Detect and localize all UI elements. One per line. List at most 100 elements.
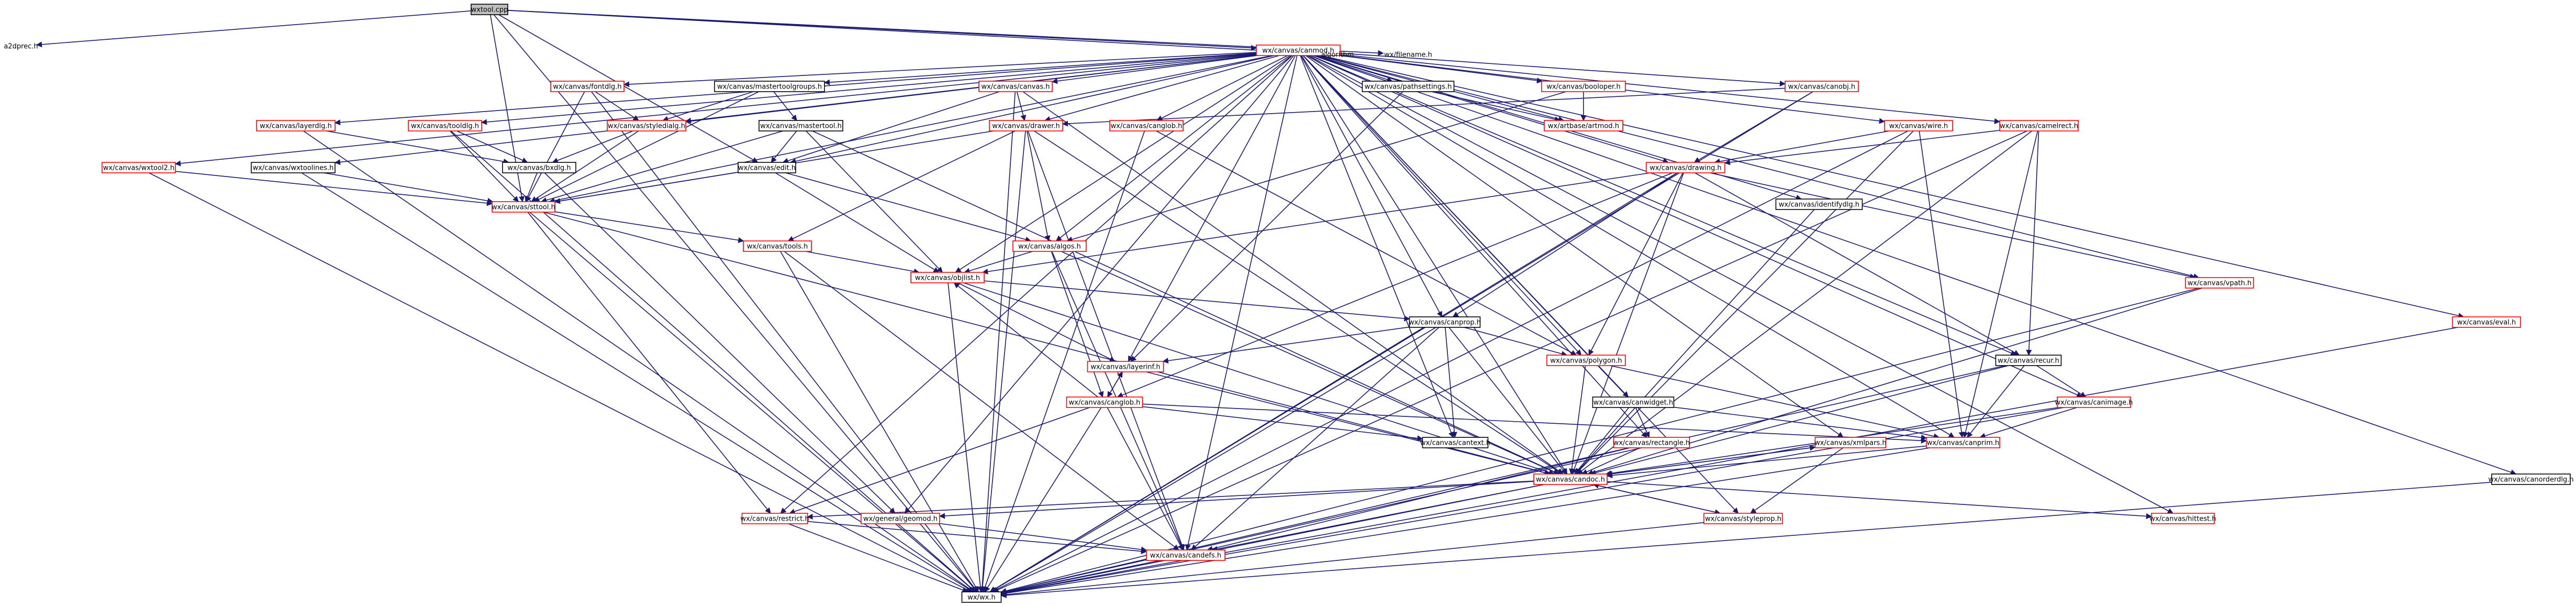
edge-canvas-to-drawer xyxy=(1016,91,1027,122)
edge-drawing-to-polygon xyxy=(1588,172,1683,356)
node-label: wx/canvas/wire.h xyxy=(1889,123,1948,130)
edge-sttool-to-candoc xyxy=(543,212,1551,476)
node-canimage[interactable]: wx/canvas/canimage.h xyxy=(2055,396,2133,408)
node-label: wx/canvas/canprop.h xyxy=(1409,319,1481,327)
node-identifydlg[interactable]: wx/canvas/identifydlg.h xyxy=(1775,199,1863,210)
node-label: wx/canvas/drawer.h xyxy=(992,123,1060,130)
node-box xyxy=(1533,473,1608,485)
node-wxtool[interactable]: wxtool.cpp xyxy=(471,4,508,15)
edge-canmod-to-layerinf xyxy=(1128,55,1296,362)
node-label: wx/filename.h xyxy=(1384,51,1432,59)
node-layerdlg[interactable]: wx/canvas/layerdlg.h xyxy=(256,120,336,131)
node-canvas[interactable]: wx/canvas/canvas.h xyxy=(978,81,1053,92)
node-rectangle[interactable]: wx/canvas/rectangle.h xyxy=(1613,437,1690,448)
edge-sttool-to-tools xyxy=(554,211,744,243)
node-camelrect[interactable]: wx/canvas/camelrect.h xyxy=(1999,120,2079,131)
node-recur[interactable]: wx/canvas/recur.h xyxy=(1995,355,2062,366)
node-filename[interactable]: wx/filename.h xyxy=(1384,49,1433,60)
edge-recur-to-canimage xyxy=(2036,365,2087,398)
node-label: wx/canvas/booloper.h xyxy=(1546,83,1620,91)
node-hittest[interactable]: wx/canvas/hittest.h xyxy=(2149,513,2216,524)
node-cantext[interactable]: wx/canvas/cantext.h xyxy=(1420,437,1490,448)
node-canglob2[interactable]: wx/canvas/canglob.h xyxy=(1066,396,1143,408)
node-label: wx/canvas/canmod.h xyxy=(1262,47,1334,55)
node-restrict[interactable]: wx/canvas/restrict.h xyxy=(740,513,809,524)
node-pathsettings[interactable]: wx/canvas/pathsettings.h xyxy=(1362,81,1455,92)
node-canglob[interactable]: wx/canvas/canglob.h xyxy=(1109,120,1184,131)
edge-canmod-to-camelrect xyxy=(1340,54,2001,124)
edge-canglob2-to-candefs xyxy=(1107,407,1184,550)
edge-recur-to-candoc xyxy=(1590,365,2009,476)
node-a2dprec[interactable]: a2dprec.h xyxy=(4,41,38,51)
node-label: wx/canvas/tooldlg.h xyxy=(411,123,479,130)
node-eval[interactable]: wx/canvas/eval.h xyxy=(2452,316,2521,328)
node-styleprop[interactable]: wx/canvas/styleprop.h xyxy=(1703,513,1783,524)
node-sttool[interactable]: wx/canvas/sttool.h xyxy=(492,201,555,213)
node-polygon[interactable]: wx/canvas/polygon.h xyxy=(1546,355,1626,366)
node-canobj[interactable]: wx/canvas/canobj.h xyxy=(1785,81,1859,92)
node-label: wx/canvas/canglob.h xyxy=(1069,399,1141,407)
edge-canordlg-to-wxh xyxy=(1000,481,2492,598)
node-box xyxy=(408,120,482,131)
edge-canmod-to-cantext xyxy=(1300,55,1454,438)
node-box xyxy=(741,513,808,524)
node-box xyxy=(1087,361,1164,372)
node-xmlpars[interactable]: wx/canvas/xmlpars.h xyxy=(1814,437,1887,448)
edge-camelrect-to-drawing xyxy=(1724,130,2000,166)
node-label: algorithm xyxy=(1321,51,1354,59)
node-candoc[interactable]: wx/canvas/candoc.h xyxy=(1533,473,1608,485)
edge-mastertool-to-sttool xyxy=(541,130,784,203)
node-layerinf[interactable]: wx/canvas/layerinf.h xyxy=(1087,361,1164,372)
node-drawing[interactable]: wx/canvas/drawing.h xyxy=(1646,162,1725,173)
node-canwidget[interactable]: wx/canvas/canwidget.h xyxy=(1592,396,1675,408)
node-wire[interactable]: wx/canvas/wire.h xyxy=(1884,120,1953,131)
node-wxtool2[interactable]: wx/canvas/wxtool2.h xyxy=(102,162,176,173)
node-label: wx/canvas/sttool.h xyxy=(492,204,555,212)
node-algos[interactable]: wx/canvas/algos.h xyxy=(1012,240,1087,252)
node-drawer[interactable]: wx/canvas/drawer.h xyxy=(989,120,1063,131)
node-geomod[interactable]: wx/general/geomod.h xyxy=(861,513,940,524)
node-label: wx/canvas/mastertoolgroups.h xyxy=(717,83,822,91)
edge-sttool-to-restrict xyxy=(527,212,771,514)
node-label: wx/canvas/wxtoolines.h xyxy=(253,164,334,172)
node-styledialg[interactable]: wx/canvas/styledialg.h xyxy=(607,120,686,131)
edge-canmod-to-restrict xyxy=(780,55,1293,514)
node-artbase[interactable]: wx/artbase/artmod.h xyxy=(1544,120,1623,131)
node-box xyxy=(910,272,985,283)
node-canvasbxdlg[interactable]: wx/canvas/bxdlg.h xyxy=(502,162,576,173)
node-canprop[interactable]: wx/canvas/canprop.h xyxy=(1409,316,1481,328)
node-label: a2dprec.h xyxy=(4,43,38,51)
node-tooldlg[interactable]: wx/canvas/tooldlg.h xyxy=(408,120,482,131)
node-vpath[interactable]: wx/canvas/vpath.h xyxy=(2185,277,2254,289)
edge-canmod-to-xmlpars xyxy=(1305,55,1844,438)
node-box xyxy=(1613,437,1690,448)
edge-wxtool2-to-sttool xyxy=(175,171,493,206)
edge-candoc-to-restrict xyxy=(807,480,1534,520)
edge-tools-to-candefs xyxy=(784,251,1179,550)
node-fontdlg[interactable]: wx/canvas/fontdlg.h xyxy=(550,81,625,92)
edge-mastergroups-to-mastertool xyxy=(773,91,797,121)
node-canmod[interactable]: wx/canvas/canmod.h xyxy=(1256,45,1341,56)
edge-eval-to-wxh xyxy=(1000,327,2458,596)
edge-canmod-to-drawer xyxy=(1044,55,1280,122)
node-label: wx/canvas/canobj.h xyxy=(1788,83,1855,91)
node-edit[interactable]: wx/canvas/edit.h xyxy=(738,162,796,173)
node-box xyxy=(1999,120,2079,131)
node-objlist[interactable]: wx/canvas/objlist.h xyxy=(910,272,985,283)
node-toolines[interactable]: wx/canvas/wxtoolines.h xyxy=(251,162,336,173)
node-candefs[interactable]: wx/canvas/candefs.h xyxy=(1146,549,1225,561)
node-canordlg[interactable]: wx/canvas/canorderdlg.h xyxy=(2488,473,2574,485)
edge-vpath-to-candoc xyxy=(1587,288,2203,476)
edge-pathsettings-to-artbase xyxy=(1431,91,1561,123)
node-booloper[interactable]: wx/canvas/booloper.h xyxy=(1541,81,1626,92)
edge-canmod-to-canobj xyxy=(1340,52,1786,87)
edge-canvas-to-candoc xyxy=(1022,91,1564,475)
node-wxh[interactable]: wx/wx.h xyxy=(961,591,1002,603)
node-canprim[interactable]: wx/canvas/canprim.h xyxy=(1926,437,2000,448)
edge-algos-to-objlist xyxy=(964,251,1033,274)
node-mastertool[interactable]: wx/canvas/mastertool.h xyxy=(759,120,843,131)
node-tools[interactable]: wx/canvas/tools.h xyxy=(743,240,812,252)
node-algo[interactable]: algorithm xyxy=(1319,49,1356,60)
node-mastergroups[interactable]: wx/canvas/mastertoolgroups.h xyxy=(714,81,825,92)
